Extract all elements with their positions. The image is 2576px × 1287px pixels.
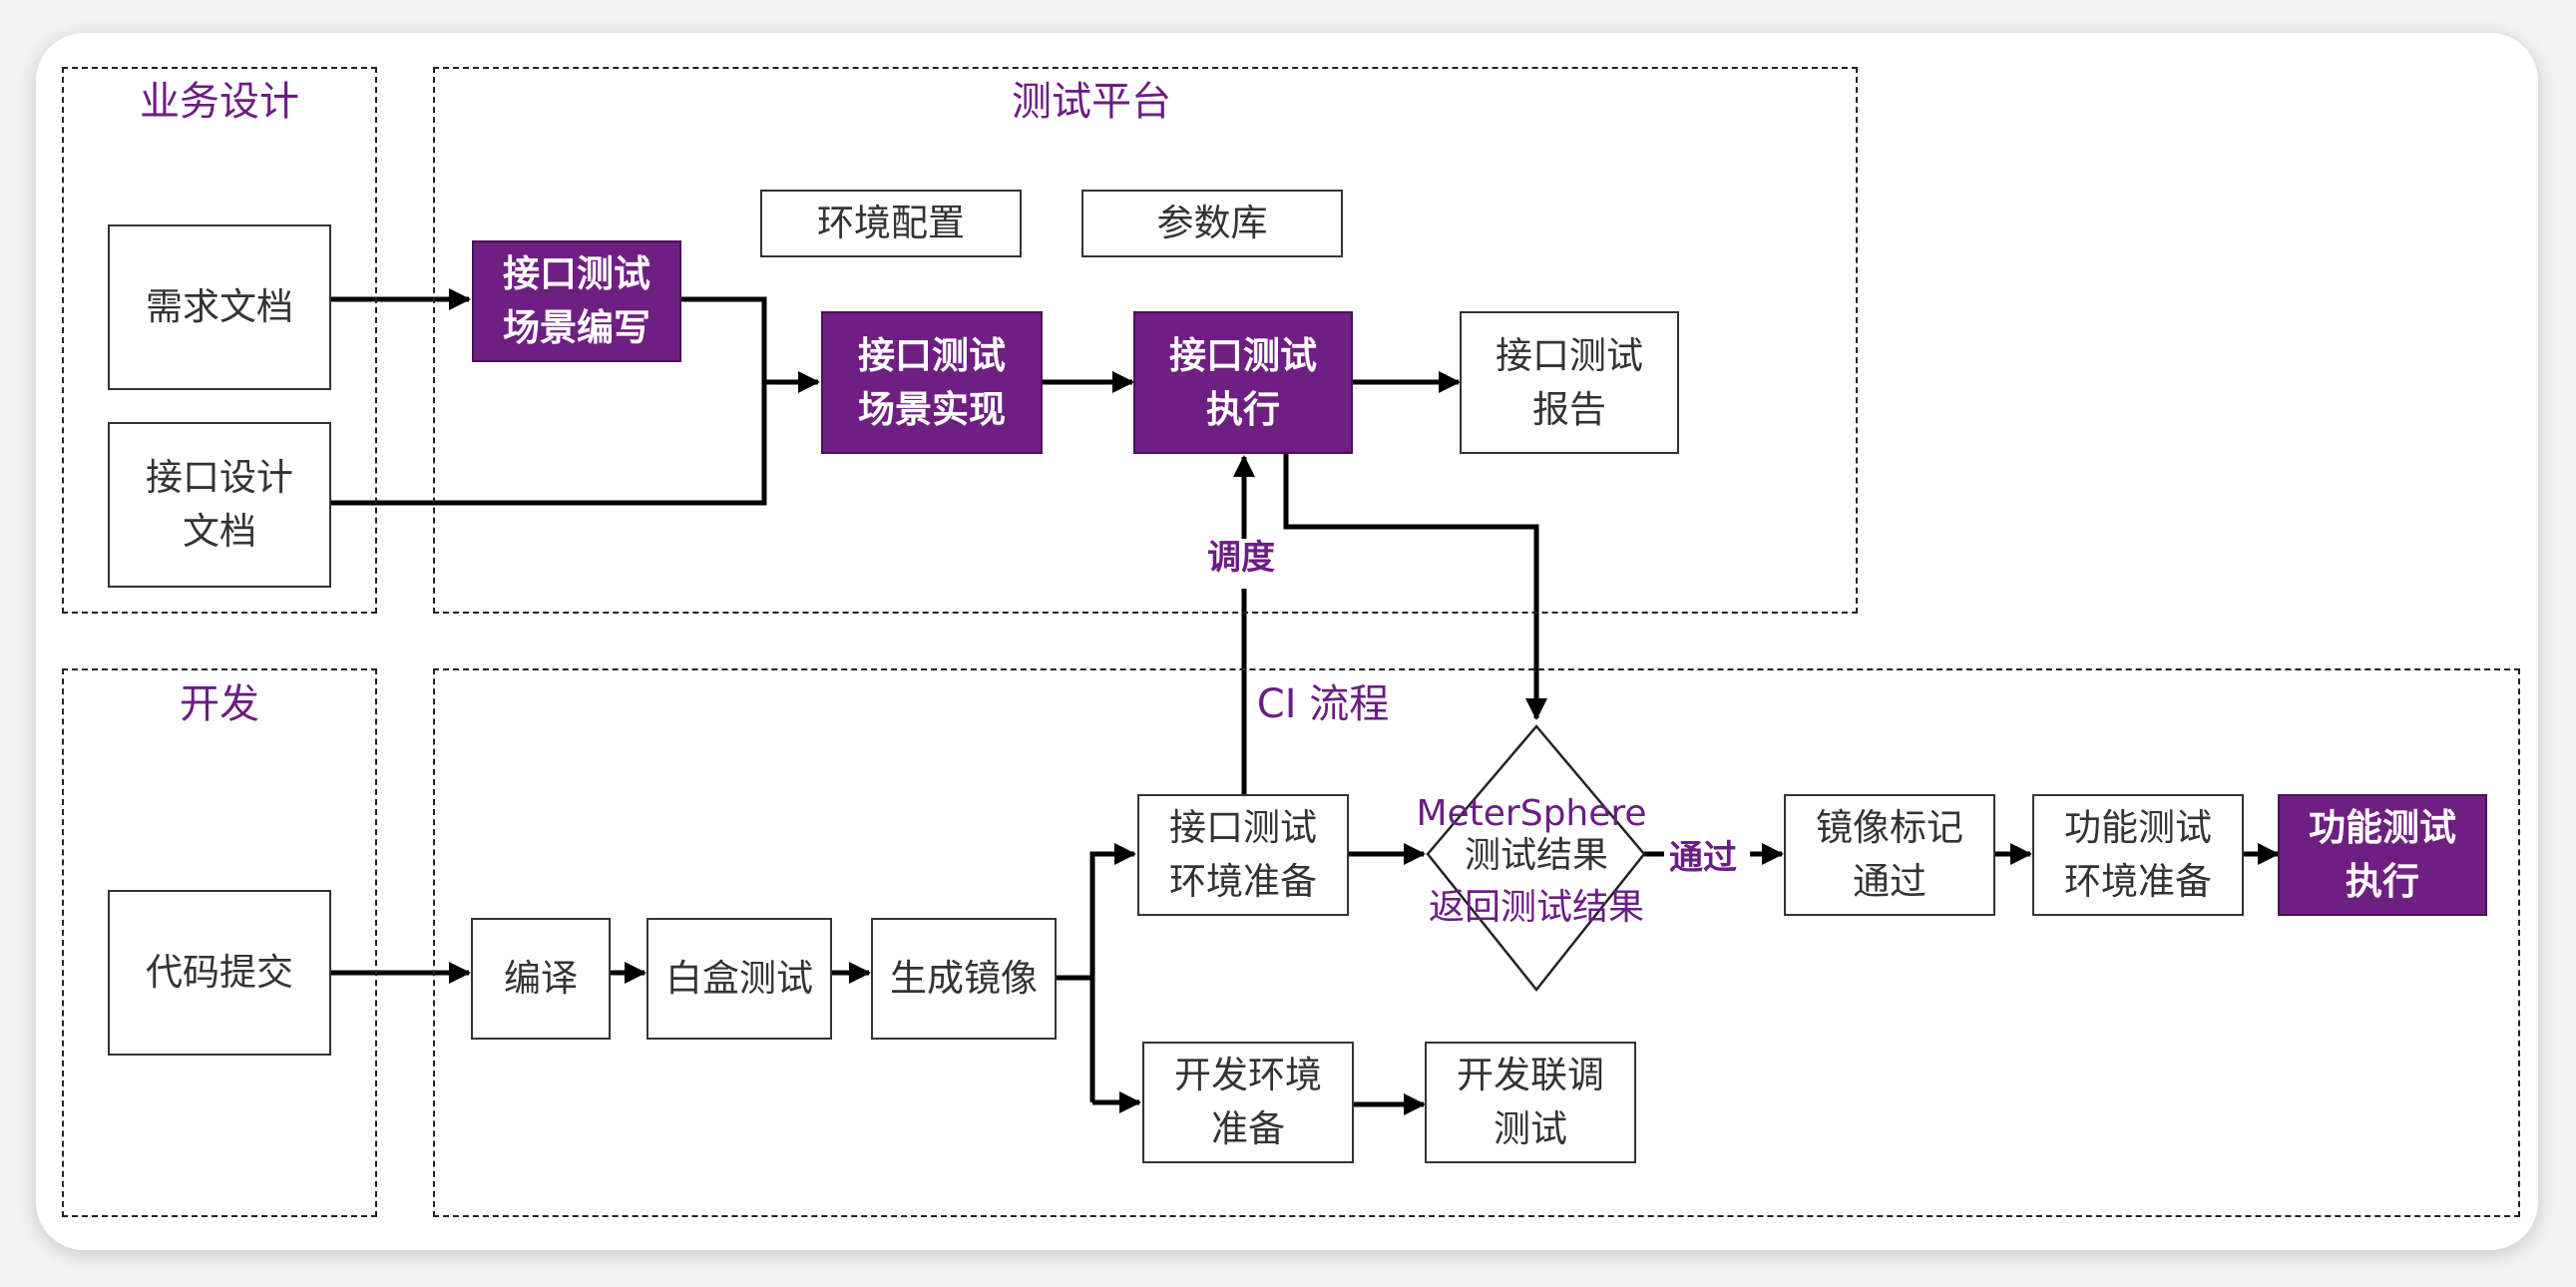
node-func-env-prep: 功能测试 环境准备	[2032, 794, 2244, 916]
node-api-test-exec: 接口测试 执行	[1133, 311, 1353, 454]
node-requirement-doc: 需求文档	[108, 224, 331, 390]
node-compile: 编译	[471, 918, 611, 1040]
decision-label: 测试结果	[1464, 835, 1609, 876]
decision-return-text: 返回测试结果	[1428, 887, 1645, 928]
zone-development	[62, 668, 377, 1217]
edge-design-doc-to-merge	[329, 382, 767, 506]
edge-label-schedule: 调度	[1207, 538, 1275, 578]
edge-scenario-write-to-impl	[680, 296, 820, 393]
edge-exec-to-decision	[1283, 454, 1547, 720]
node-dev-env-prep: 开发环境 准备	[1142, 1042, 1354, 1163]
decision-diamond	[1426, 724, 1646, 993]
zone-title-business-design: 业务设计	[140, 79, 299, 125]
node-api-design-doc: 接口设计 文档	[108, 422, 331, 588]
node-api-env-prep: 接口测试 环境准备	[1137, 794, 1349, 916]
node-build-image: 生成镜像	[871, 918, 1057, 1040]
zone-title-ci-flow: CI 流程	[1256, 681, 1390, 727]
node-func-test-exec: 功能测试 执行	[2278, 794, 2487, 916]
edge-branch-to-api-env	[1089, 843, 1136, 1102]
zone-ci-flow	[433, 668, 2520, 1217]
node-scenario-write: 接口测试 场景编写	[472, 240, 681, 362]
node-param-library: 参数库	[1081, 190, 1343, 257]
node-api-test-report: 接口测试 报告	[1460, 311, 1679, 454]
decision-brand: MeterSphere	[1416, 793, 1647, 834]
node-scenario-impl: 接口测试 场景实现	[821, 311, 1043, 454]
node-dev-integration-test: 开发联调 测试	[1425, 1042, 1636, 1163]
node-image-mark-pass: 镜像标记 通过	[1784, 794, 1995, 916]
zone-test-platform	[433, 67, 1858, 614]
node-whitebox-test: 白盒测试	[646, 918, 832, 1040]
zone-title-development: 开发	[180, 681, 259, 727]
edge-label-pass: 通过	[1669, 838, 1737, 878]
zone-business-design	[62, 67, 377, 614]
node-code-commit: 代码提交	[108, 890, 331, 1056]
node-env-config: 环境配置	[760, 190, 1022, 257]
zone-title-test-platform: 测试平台	[1012, 79, 1171, 125]
